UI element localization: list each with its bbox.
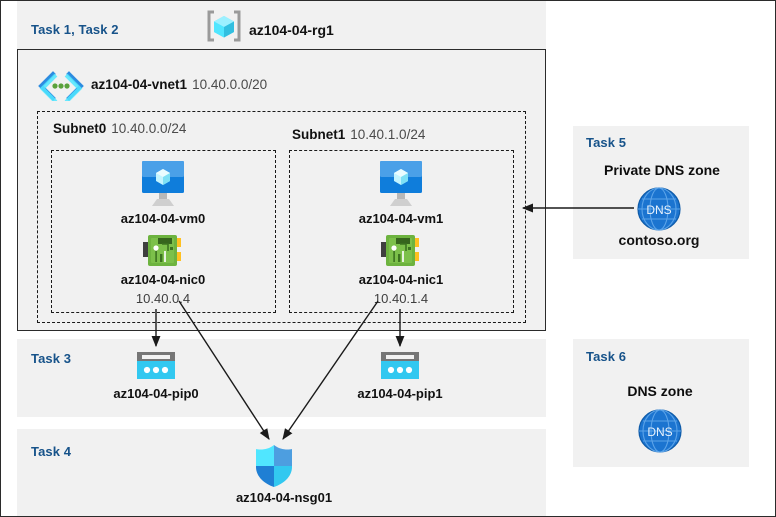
nsg-name: az104-04-nsg01 xyxy=(235,490,333,505)
nic1-ip: 10.40.1.4 xyxy=(373,291,429,306)
network-security-group-shield-icon xyxy=(254,444,294,488)
subnet1-heading: Subnet1 10.40.1.0/24 xyxy=(292,127,425,142)
nic0-name: az104-04-nic0 xyxy=(120,272,206,287)
network-interface-icon xyxy=(141,233,185,269)
public-ip-address-icon xyxy=(379,350,421,382)
subnet0-box xyxy=(51,150,276,313)
task-label-4: Task 4 xyxy=(31,444,72,459)
task-label-1-2: Task 1, Task 2 xyxy=(31,22,119,37)
vnet-name: az104-04-vnet1 xyxy=(91,77,188,92)
pip0-name: az104-04-pip0 xyxy=(113,386,199,401)
subnet0-heading: Subnet0 10.40.0.0/24 xyxy=(53,121,186,136)
resource-group-name: az104-04-rg1 xyxy=(249,22,334,38)
nic1-name: az104-04-nic1 xyxy=(358,272,444,287)
network-interface-icon xyxy=(379,233,423,269)
private-dns-zone-title: Private DNS zone xyxy=(604,162,720,178)
subnet1-name: Subnet1 xyxy=(292,127,346,142)
dns-zone-title: DNS zone xyxy=(627,383,693,399)
dns-globe-icon: DNS xyxy=(637,408,683,454)
task3-panel xyxy=(17,339,546,417)
subnets-container xyxy=(37,111,526,323)
virtual-network-container xyxy=(17,49,546,331)
vm1-name: az104-04-vm1 xyxy=(358,211,444,226)
task-label-3: Task 3 xyxy=(31,351,72,366)
resource-group-cube-icon xyxy=(204,9,244,43)
dns-icon-text: DNS xyxy=(646,203,671,217)
public-ip-address-icon xyxy=(135,350,177,382)
private-dns-zone-name: contoso.org xyxy=(618,232,700,248)
nic0-ip: 10.40.0.4 xyxy=(135,291,191,306)
subnet1-cidr: 10.40.1.0/24 xyxy=(350,127,426,142)
dns-icon-text: DNS xyxy=(647,425,672,439)
vnet-address-space: 10.40.0.0/20 xyxy=(192,77,268,92)
resource-group-header-panel xyxy=(17,1,546,49)
subnet1-box xyxy=(289,150,514,313)
subnet0-cidr: 10.40.0.0/24 xyxy=(111,121,187,136)
virtual-network-icon xyxy=(37,71,85,101)
task-label-6: Task 6 xyxy=(586,349,627,364)
subnet0-name: Subnet0 xyxy=(53,121,107,136)
vnet-heading: az104-04-vnet1 10.40.0.0/20 xyxy=(91,77,267,92)
virtual-machine-icon xyxy=(372,159,430,209)
pip1-name: az104-04-pip1 xyxy=(357,386,443,401)
vm0-name: az104-04-vm0 xyxy=(120,211,206,226)
virtual-machine-icon xyxy=(134,159,192,209)
task-label-5: Task 5 xyxy=(586,135,627,150)
dns-globe-icon: DNS xyxy=(636,186,682,232)
